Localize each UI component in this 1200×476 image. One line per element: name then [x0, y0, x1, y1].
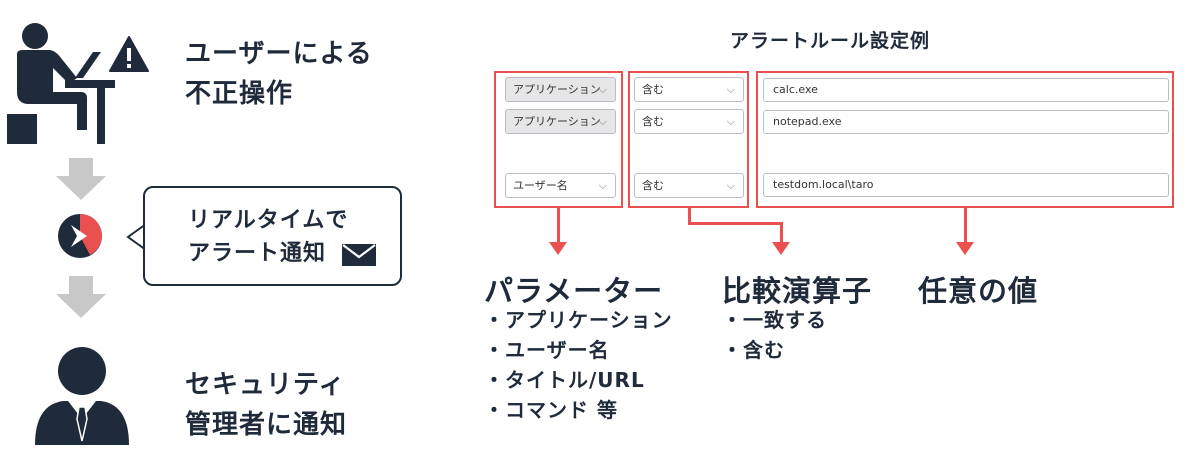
- step3-line1: セキュリティ: [185, 370, 346, 400]
- list-item: ・含む: [722, 338, 785, 362]
- value-input[interactable]: testdom.local\taro: [763, 173, 1169, 197]
- alert-bubble: [143, 186, 402, 286]
- list-item: ・コマンド 等: [484, 398, 618, 422]
- security-admin-icon: [35, 347, 129, 445]
- chevron-down-icon: ⌵: [598, 179, 607, 192]
- step3-line2: 管理者に通知: [185, 410, 348, 440]
- list-item: ・一致する: [722, 308, 827, 332]
- rule-title: アラートルール設定例: [729, 30, 930, 52]
- list-item: ・ユーザー名: [484, 338, 610, 362]
- value-input[interactable]: calc.exe: [763, 78, 1169, 102]
- flow-arrow-down-icon: [56, 158, 106, 200]
- step3-text: セキュリティ 管理者に通知: [185, 365, 347, 445]
- param-select[interactable]: アプリケーション ⌵: [505, 77, 616, 102]
- operator-select-value: 含む: [642, 115, 664, 128]
- bubble-line1: リアルタイムで: [188, 208, 349, 233]
- param-list: ・アプリケーション ・ユーザー名 ・タイトル/URL ・コマンド 等: [484, 305, 673, 425]
- user-at-computer-icon: [7, 23, 115, 144]
- chevron-down-icon: ⌵: [726, 83, 735, 96]
- chevron-down-icon: ⌵: [726, 115, 735, 128]
- step1-text: ユーザーによる 不正操作: [185, 34, 373, 114]
- operator-arrow-line: [688, 208, 691, 224]
- chevron-down-icon: ⌵: [598, 83, 607, 96]
- flow-arrow-down-icon: [56, 276, 106, 318]
- step1-line1: ユーザーによる: [185, 39, 373, 69]
- operator-select-value: 含む: [642, 83, 664, 96]
- param-select-value: アプリケーション: [513, 115, 601, 128]
- param-arrow-line: [557, 208, 560, 244]
- operator-select[interactable]: 含む ⌵: [634, 77, 744, 102]
- operator-select[interactable]: 含む ⌵: [634, 109, 744, 134]
- chevron-down-icon: ⌵: [598, 115, 607, 128]
- operator-select-value: 含む: [642, 179, 664, 192]
- operator-list: ・一致する ・含む: [722, 305, 827, 365]
- bubble-text: リアルタイムで アラート通知: [188, 204, 348, 270]
- operator-section-title: 比較演算子: [722, 274, 873, 308]
- operator-arrow-head: [772, 242, 790, 255]
- app-logo-icon: [58, 214, 102, 258]
- bubble-line2: アラート通知: [188, 241, 327, 266]
- step1-line2: 不正操作: [185, 79, 294, 109]
- chevron-down-icon: ⌵: [726, 179, 735, 192]
- value-arrow-line: [964, 208, 967, 244]
- param-arrow-head: [549, 242, 567, 255]
- operator-select[interactable]: 含む ⌵: [634, 173, 744, 198]
- list-item: ・アプリケーション: [484, 308, 673, 332]
- param-select[interactable]: アプリケーション ⌵: [505, 109, 616, 134]
- list-item: ・タイトル/URL: [484, 368, 645, 392]
- value-input[interactable]: notepad.exe: [763, 110, 1169, 134]
- envelope-icon: [342, 244, 376, 266]
- value-arrow-head: [956, 242, 974, 255]
- param-select[interactable]: ユーザー名 ⌵: [505, 173, 616, 198]
- warning-icon: [109, 36, 149, 72]
- param-select-value: ユーザー名: [513, 179, 568, 192]
- value-section-title: 任意の値: [918, 274, 1039, 308]
- param-select-value: アプリケーション: [513, 83, 601, 96]
- operator-arrow-line: [688, 222, 783, 225]
- param-section-title: パラメーター: [484, 274, 664, 308]
- operator-arrow-line: [780, 222, 783, 244]
